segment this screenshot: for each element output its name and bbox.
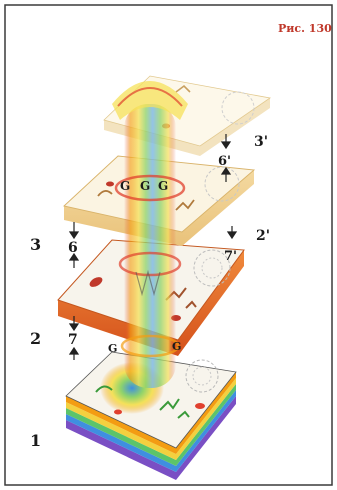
- marker-g-lower-right: G: [172, 340, 181, 353]
- label-layer-2-prime: 2': [256, 228, 270, 244]
- label-gap-7-prime: 7': [224, 249, 237, 264]
- label-gap-7: 7: [68, 332, 78, 348]
- label-layer-1: 1: [30, 431, 41, 450]
- marker-g-upper-mid: G: [140, 179, 150, 193]
- marker-g-lower-left: G: [108, 342, 117, 355]
- label-layer-3: 3: [30, 235, 41, 254]
- figure-caption: Рис. 130: [278, 22, 332, 35]
- marker-g-upper-right: G: [158, 179, 168, 193]
- label-layer-2: 2: [30, 329, 41, 348]
- label-gap-6: 6: [68, 240, 78, 256]
- label-layer-3-prime: 3': [254, 134, 268, 150]
- label-gap-6-prime: 6': [218, 154, 231, 169]
- marker-g-upper-left: G: [120, 179, 130, 193]
